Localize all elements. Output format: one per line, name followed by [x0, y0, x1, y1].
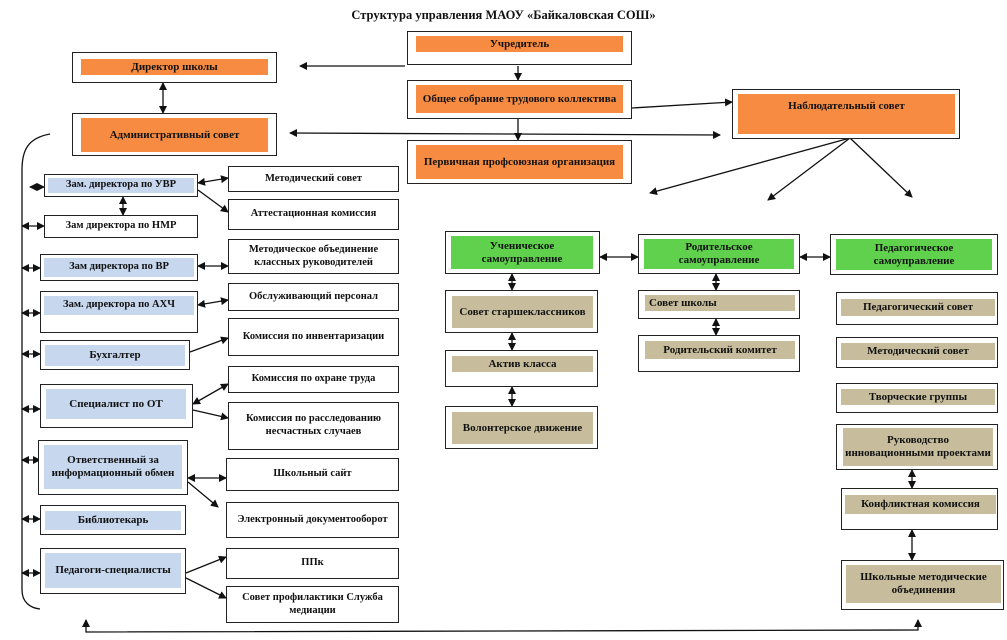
student-item-3-label: Волонтерское движение	[452, 412, 593, 444]
mid-mo-kl: Методическое объединение классных руково…	[228, 239, 399, 274]
student-header-box: Ученическое самоуправление	[445, 231, 600, 274]
teacher-item-6-label: Школьные методические объединения	[846, 565, 1001, 603]
student-item-2: Актив класса	[445, 350, 598, 387]
founder-box: Учредитель	[407, 31, 632, 65]
student-item-3: Волонтерское движение	[445, 406, 598, 449]
left-box-ped: Педагоги-специалисты	[40, 548, 186, 594]
teacher-item-6: Школьные методические объединения	[841, 560, 1004, 610]
general-meeting-box: Общее собрание трудового коллектива	[407, 80, 632, 119]
parent-header-box: Родительское самоуправление	[638, 234, 800, 274]
teacher-item-2: Методический совет	[836, 337, 998, 368]
left-label-vr: Зам директора по ВР	[44, 258, 194, 277]
mid-ohr: Комиссия по охране труда	[228, 366, 399, 393]
parent-item-2-label: Родительский комитет	[645, 341, 795, 359]
mid-staff: Обслуживающий персонал	[228, 283, 399, 311]
arrow-admin-supervisory	[289, 129, 721, 139]
left-box-ahch: Зам. директора по АХЧ	[40, 291, 198, 333]
student-item-1: Совет старшеклассников	[445, 290, 598, 333]
supervisory-board-box: Наблюдательный совет	[732, 89, 960, 139]
arrow-buh-inv	[189, 336, 229, 353]
teacher-item-4-label: Руководство инновационными проектами	[843, 428, 993, 466]
student-item-2-label: Актив класса	[452, 356, 593, 372]
student-item-1-label: Совет старшеклассников	[452, 296, 593, 328]
left-box-nmr: Зам директора по НМР	[44, 215, 198, 238]
arrow-ahch-staff	[197, 297, 229, 308]
arrow-meeting-supervisory	[631, 98, 733, 109]
parent-item-2: Родительский комитет	[638, 335, 800, 372]
left-bracket	[21, 133, 51, 610]
teacher-item-3: Творческие группы	[836, 383, 998, 413]
parent-item-1: Совет школы	[638, 290, 800, 319]
founder-label: Учредитель	[416, 36, 623, 52]
left-label-buh: Бухгалтер	[45, 345, 185, 366]
left-label-nmr: Зам директора по НМР	[65, 220, 177, 232]
mid-site: Школьный сайт	[226, 458, 399, 491]
arrow-info-doc	[187, 481, 219, 508]
teacher-item-3-label: Творческие группы	[841, 389, 995, 405]
mid-sovet-prof: Совет профилактики Служба медиации	[226, 586, 399, 623]
arrow-uvr-metod	[197, 175, 229, 186]
director-box: Директор школы	[72, 52, 277, 83]
left-label-info: Ответственный за информационный обмен	[44, 445, 182, 489]
mid-inv: Комиссия по инвентаризации	[228, 318, 399, 356]
arrow-ot-rassl	[192, 409, 229, 421]
student-header-label: Ученическое самоуправление	[451, 236, 593, 269]
arrow-ot-ohr	[192, 383, 229, 405]
director-label: Директор школы	[81, 59, 268, 75]
admin-council-box: Административный совет	[72, 113, 277, 156]
mid-ppk: ППк	[226, 548, 399, 579]
parent-item-1-label: Совет школы	[645, 295, 795, 311]
mid-metod-sovet: Методический совет	[228, 166, 399, 192]
arrow-uvr-attest	[197, 189, 229, 213]
admin-council-label: Административный совет	[81, 118, 268, 152]
mid-rassl: Комиссия по расследованию несчастных слу…	[228, 402, 399, 450]
teacher-header-box: Педагогическое самоуправление	[830, 234, 998, 275]
left-label-lib: Библиотекарь	[45, 511, 181, 530]
left-box-uvr: Зам. директора по УВР	[44, 174, 198, 197]
left-box-buh: Бухгалтер	[40, 340, 190, 370]
supervisory-board-label: Наблюдательный совет	[738, 94, 955, 134]
teacher-item-2-label: Методический совет	[841, 343, 995, 360]
left-label-ped: Педагоги-специалисты	[45, 553, 181, 588]
left-label-uvr: Зам. директора по УВР	[48, 178, 194, 193]
teacher-item-1: Педагогический совет	[836, 292, 998, 325]
left-label-ahch: Зам. директора по АХЧ	[44, 296, 194, 315]
arrow-supervisory-parent	[767, 137, 851, 201]
union-label: Первичная профсоюзная организация	[416, 145, 623, 179]
teacher-item-5-label: Конфликтная комиссия	[845, 495, 996, 514]
arrow-supervisory-student	[649, 137, 851, 196]
teacher-header-label: Педагогическое самоуправление	[836, 239, 992, 270]
left-label-ot: Специалист по ОТ	[46, 389, 186, 419]
diagram-title: Структура управления МАОУ «Байкаловская …	[351, 8, 656, 22]
teacher-item-1-label: Педагогический совет	[841, 299, 995, 316]
parent-header-label: Родительское самоуправление	[644, 239, 794, 269]
left-box-vr: Зам директора по ВР	[40, 254, 198, 281]
left-box-info: Ответственный за информационный обмен	[38, 440, 188, 495]
general-meeting-label: Общее собрание трудового коллектива	[416, 85, 623, 113]
arrow-supervisory-teacher	[849, 137, 913, 198]
union-box: Первичная профсоюзная организация	[407, 140, 632, 184]
bottom-return-line	[82, 619, 922, 633]
mid-attest: Аттестационная комиссия	[228, 199, 399, 230]
teacher-item-5: Конфликтная комиссия	[841, 488, 998, 530]
arrow-ped-sovet	[185, 577, 227, 599]
arrow-ped-ppk	[185, 555, 227, 574]
teacher-item-4: Руководство инновационными проектами	[836, 424, 998, 470]
mid-doc: Электронный документооборот	[226, 502, 399, 538]
left-box-lib: Библиотекарь	[40, 505, 186, 535]
left-box-ot: Специалист по ОТ	[40, 384, 193, 428]
